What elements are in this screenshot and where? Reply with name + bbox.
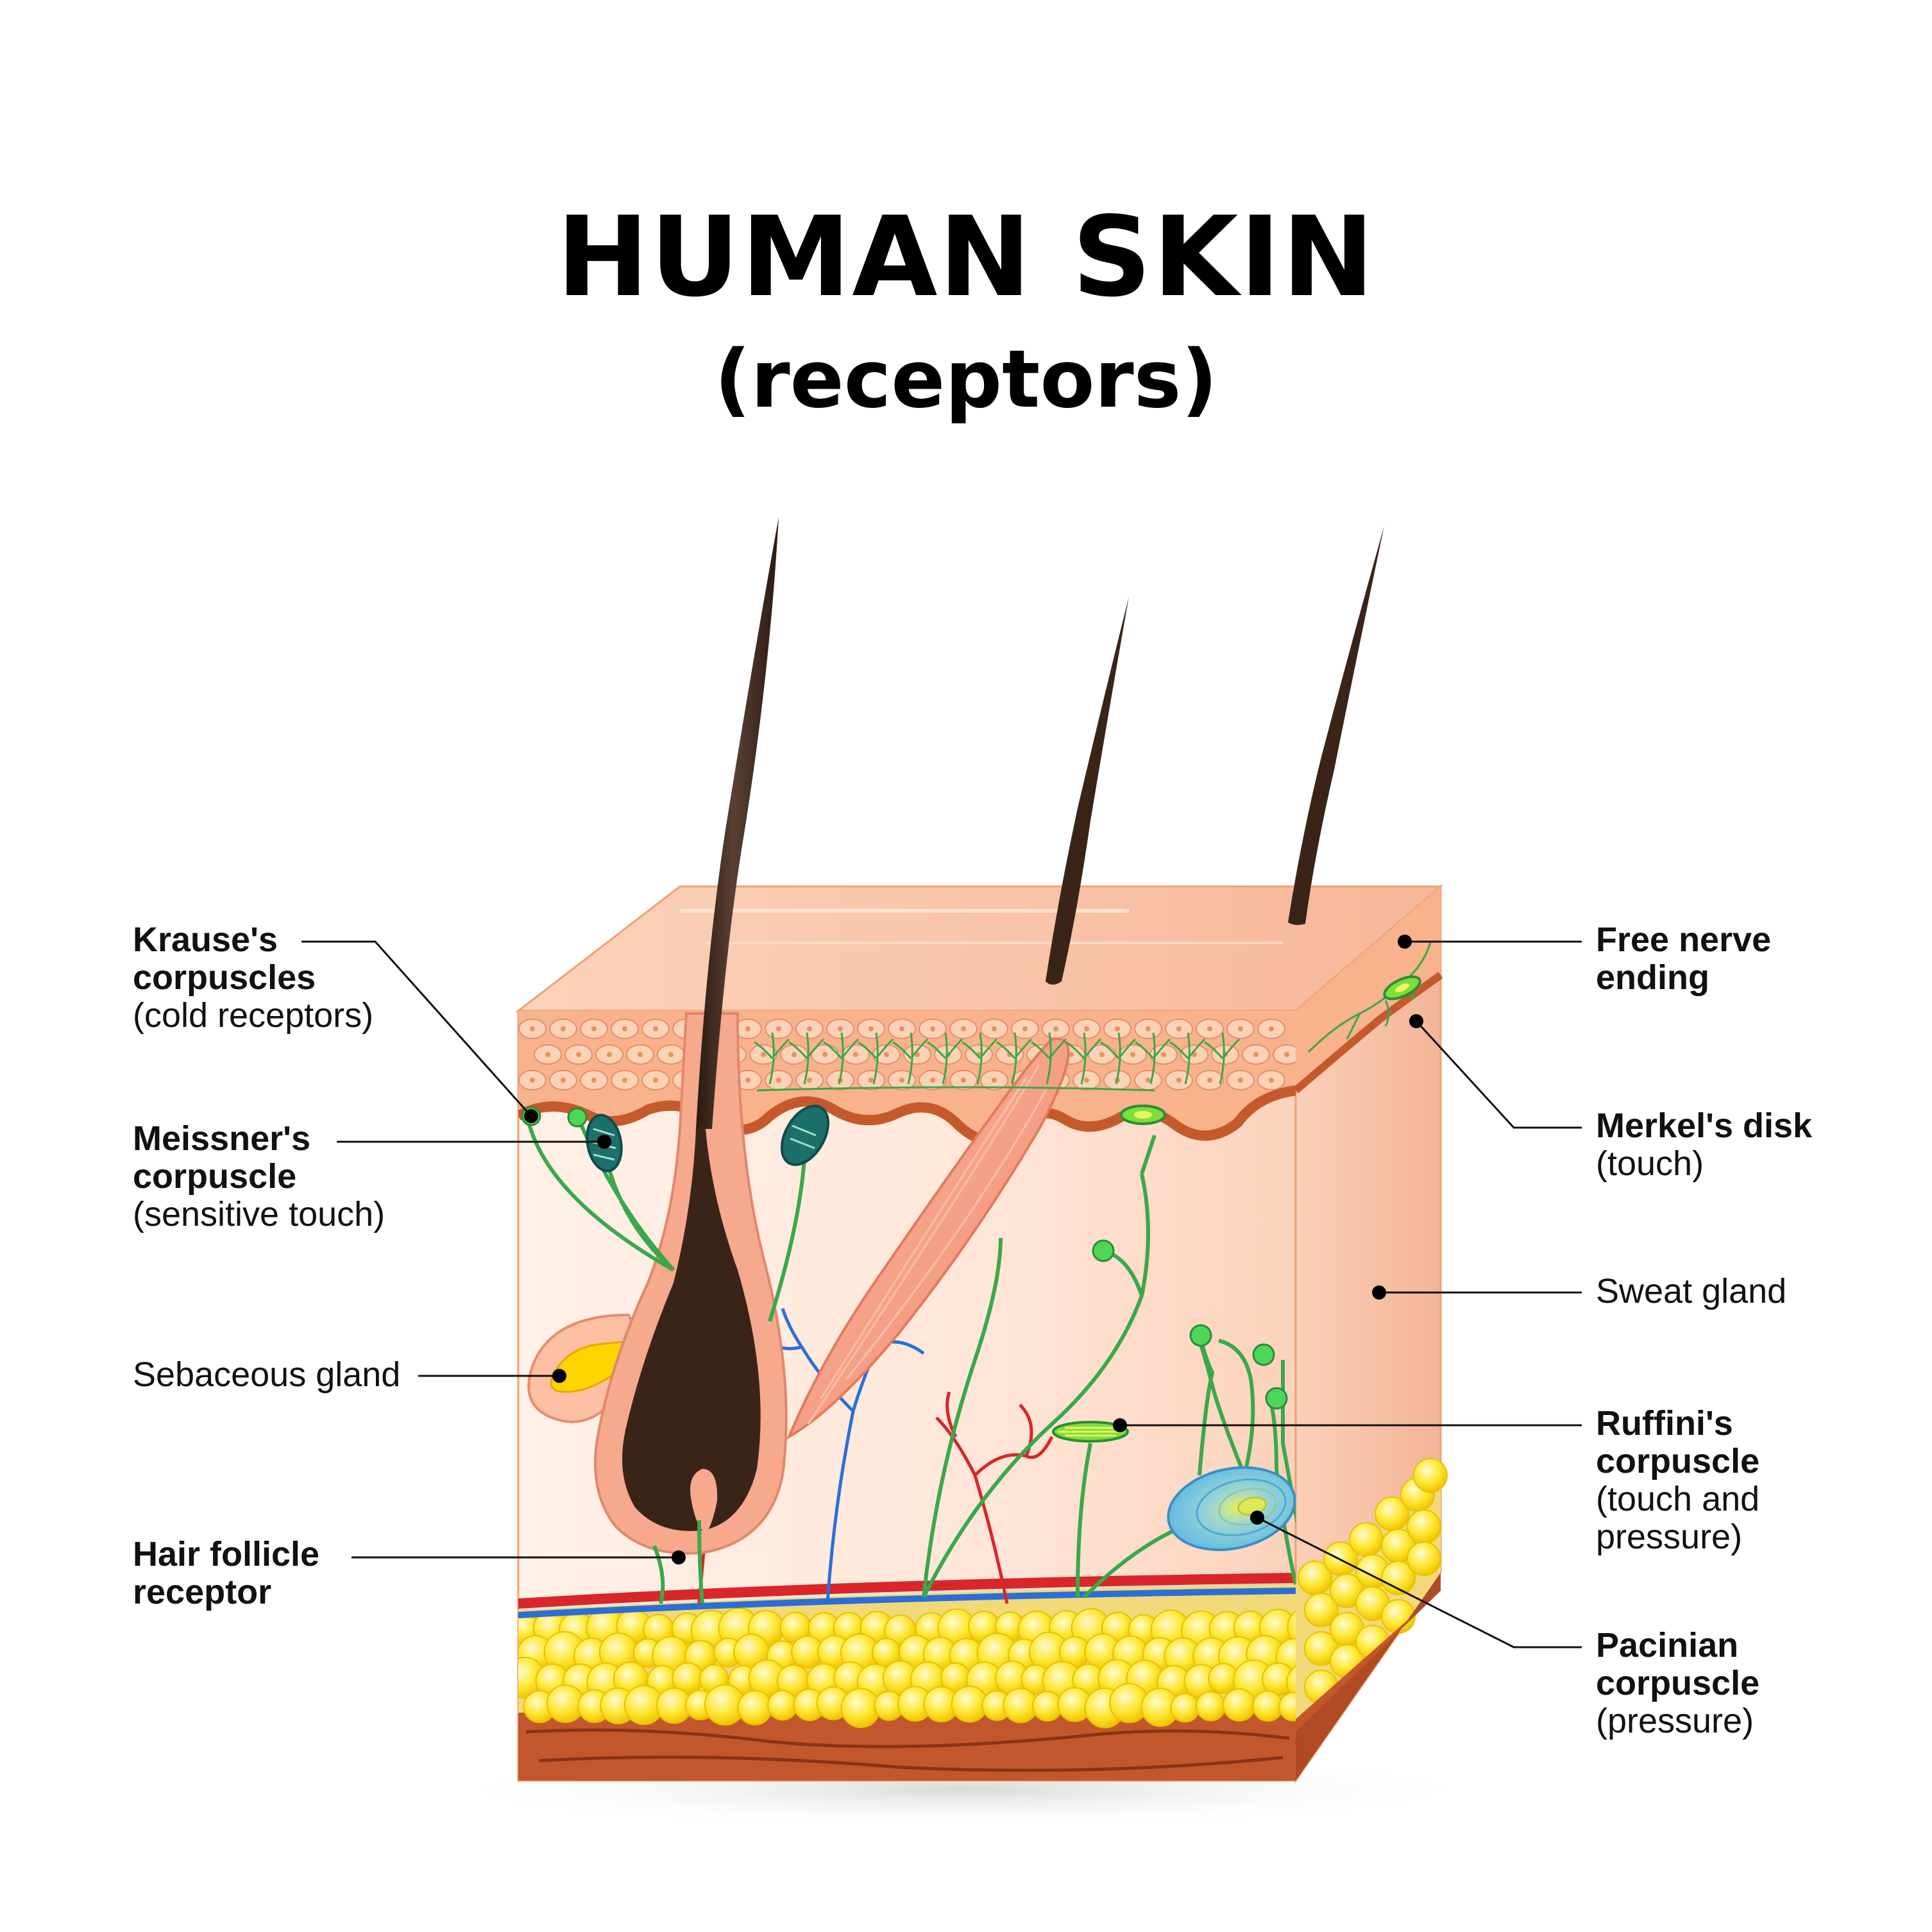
label-hair-follicle: Hair follicle receptor [133, 1536, 319, 1611]
label-ruffini-name2: corpuscle [1596, 1442, 1760, 1480]
label-pacinian-name2: corpuscle [1596, 1664, 1760, 1702]
ruffini-corpuscle [1052, 1421, 1129, 1443]
label-krause-name2: corpuscles [133, 958, 316, 997]
page-title: HUMAN SKIN [556, 192, 1376, 321]
label-krause-name: Krause's [133, 920, 278, 959]
label-ruffini-desc1: (touch and [1596, 1480, 1760, 1518]
label-ruffini-name: Ruffini's [1596, 1404, 1733, 1443]
page-subtitle: (receptors) [714, 334, 1218, 426]
label-hair-follicle-name: Hair follicle [133, 1535, 320, 1573]
leader-dots [524, 935, 1423, 1564]
hair-follicle [594, 1012, 788, 1555]
label-krause-desc: (cold receptors) [133, 996, 374, 1035]
leader-lines [301, 940, 1582, 1648]
label-pacinian: Pacinian corpuscle (pressure) [1596, 1627, 1759, 1740]
hair-shaft-large [696, 517, 779, 1129]
label-pacinian-name: Pacinian [1596, 1626, 1739, 1665]
label-free-nerve-name2: ending [1596, 958, 1709, 997]
label-pacinian-desc: (pressure) [1596, 1702, 1754, 1740]
label-meissner-desc: (sensitive touch) [133, 1195, 386, 1233]
adipose-tissue [518, 1607, 1296, 1729]
label-ruffini-desc2: pressure) [1596, 1518, 1743, 1556]
label-meissner-name2: corpuscle [133, 1157, 297, 1196]
label-krause: Krause's corpuscles (cold receptors) [133, 921, 373, 1035]
label-free-nerve-name: Free nerve [1596, 920, 1772, 959]
label-merkel-name: Merkel's disk [1596, 1106, 1813, 1145]
papillary-nerve-net [754, 1032, 1241, 1092]
label-meissner: Meissner's corpuscle (sensitive touch) [133, 1120, 385, 1233]
label-merkel-desc: (touch) [1596, 1144, 1704, 1183]
label-sebaceous: Sebaceous gland [133, 1356, 400, 1394]
label-hair-follicle-name2: receptor [133, 1573, 272, 1611]
label-free-nerve: Free nerve ending [1596, 921, 1771, 997]
label-merkel: Merkel's disk (touch) [1596, 1107, 1812, 1183]
hair-shaft-small [1288, 526, 1384, 926]
pacinian-corpuscle [1167, 1466, 1296, 1552]
hair-shaft-medium [1046, 597, 1129, 985]
label-meissner-name: Meissner's [133, 1119, 310, 1158]
adipose-side [1298, 1458, 1448, 1704]
label-ruffini: Ruffini's corpuscle (touch and pressure) [1596, 1405, 1759, 1556]
label-sweat-name: Sweat gland [1596, 1272, 1787, 1310]
label-sebaceous-name: Sebaceous gland [133, 1355, 401, 1394]
label-sweat: Sweat gland [1596, 1273, 1786, 1310]
meissner-corpuscle [586, 1105, 830, 1173]
